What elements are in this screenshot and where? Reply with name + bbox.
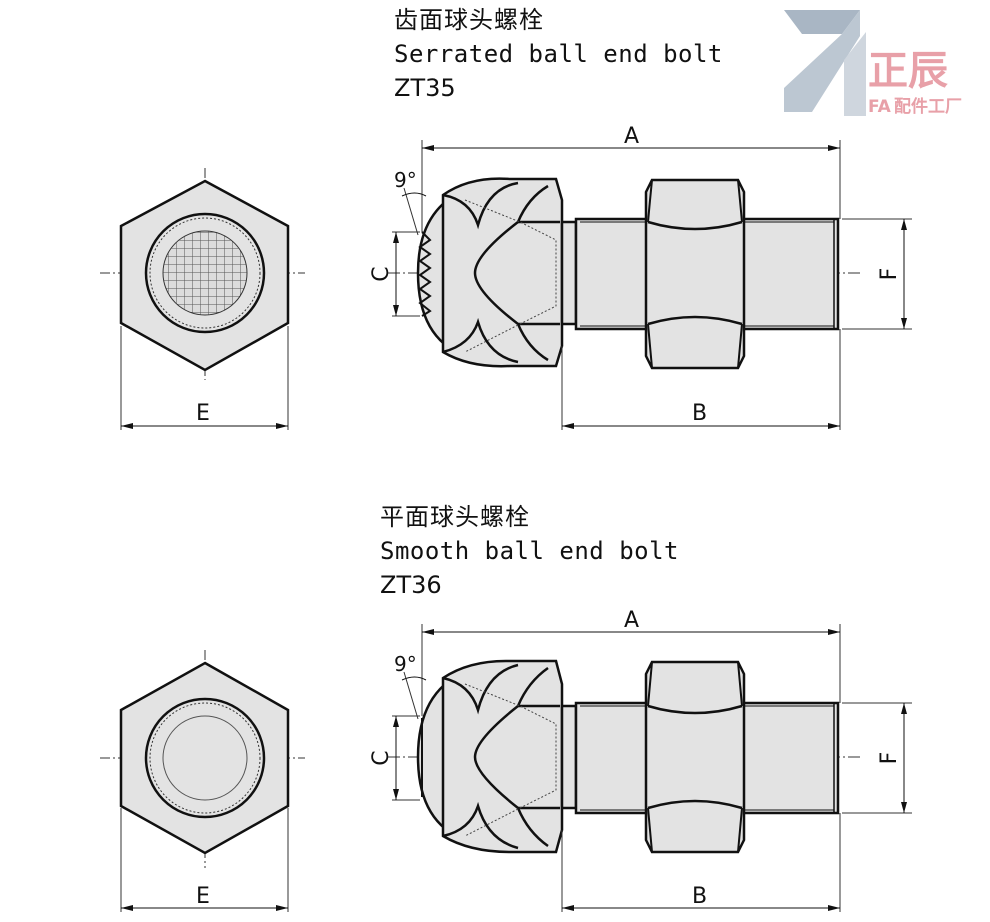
end-view-zt35: E (100, 168, 305, 430)
dim-label-e: E (196, 884, 210, 909)
dim-label-b: B (692, 401, 707, 426)
serrated-face (162, 230, 248, 316)
dim-label-a: A (624, 124, 639, 149)
head-body (441, 659, 564, 854)
serration-teeth (418, 231, 432, 317)
product-code: ZT36 (380, 571, 442, 599)
angle-label: 9° (394, 652, 417, 676)
bolt-neck (560, 220, 578, 326)
hex-nut (644, 660, 746, 854)
dim-label-f: F (877, 752, 902, 765)
logo-text-cn: 正辰 (868, 48, 948, 94)
product-name-cn: 齿面球头螺栓 (394, 6, 544, 34)
logo-text-prefix: FA (868, 97, 892, 117)
title-block-zt35: 齿面球头螺栓 Serrated ball end bolt ZT35 (394, 3, 723, 105)
head-body (441, 177, 564, 368)
logo-shape-diagonal (784, 10, 860, 112)
dim-label-b: B (692, 884, 707, 909)
brand-logo: 正辰 FA 配件工厂 (784, 10, 962, 117)
dim-label-a: A (624, 608, 639, 633)
angle-label: 9° (394, 168, 417, 192)
dim-label-e: E (196, 401, 210, 426)
hex-nut (644, 178, 746, 370)
smooth-face (162, 715, 248, 801)
product-code: ZT35 (394, 74, 456, 102)
bolt-neck (560, 704, 578, 810)
side-view-zt36: A B C F 9° (369, 608, 912, 912)
product-name-en: Serrated ball end bolt (394, 40, 723, 68)
title-block-zt36: 平面球头螺栓 Smooth ball end bolt ZT36 (380, 500, 679, 602)
end-view-zt36: E (100, 650, 305, 912)
logo-text-sub: 配件工厂 (894, 96, 962, 117)
dim-label-c: C (369, 750, 394, 765)
product-name-en: Smooth ball end bolt (380, 537, 679, 565)
logo-shape-bar (844, 32, 866, 116)
side-view-zt35: A B C F 9° (369, 124, 912, 430)
logo-shape-top (784, 10, 860, 34)
dim-label-f: F (877, 268, 902, 281)
product-name-cn: 平面球头螺栓 (380, 503, 530, 531)
dim-label-c: C (369, 266, 394, 281)
